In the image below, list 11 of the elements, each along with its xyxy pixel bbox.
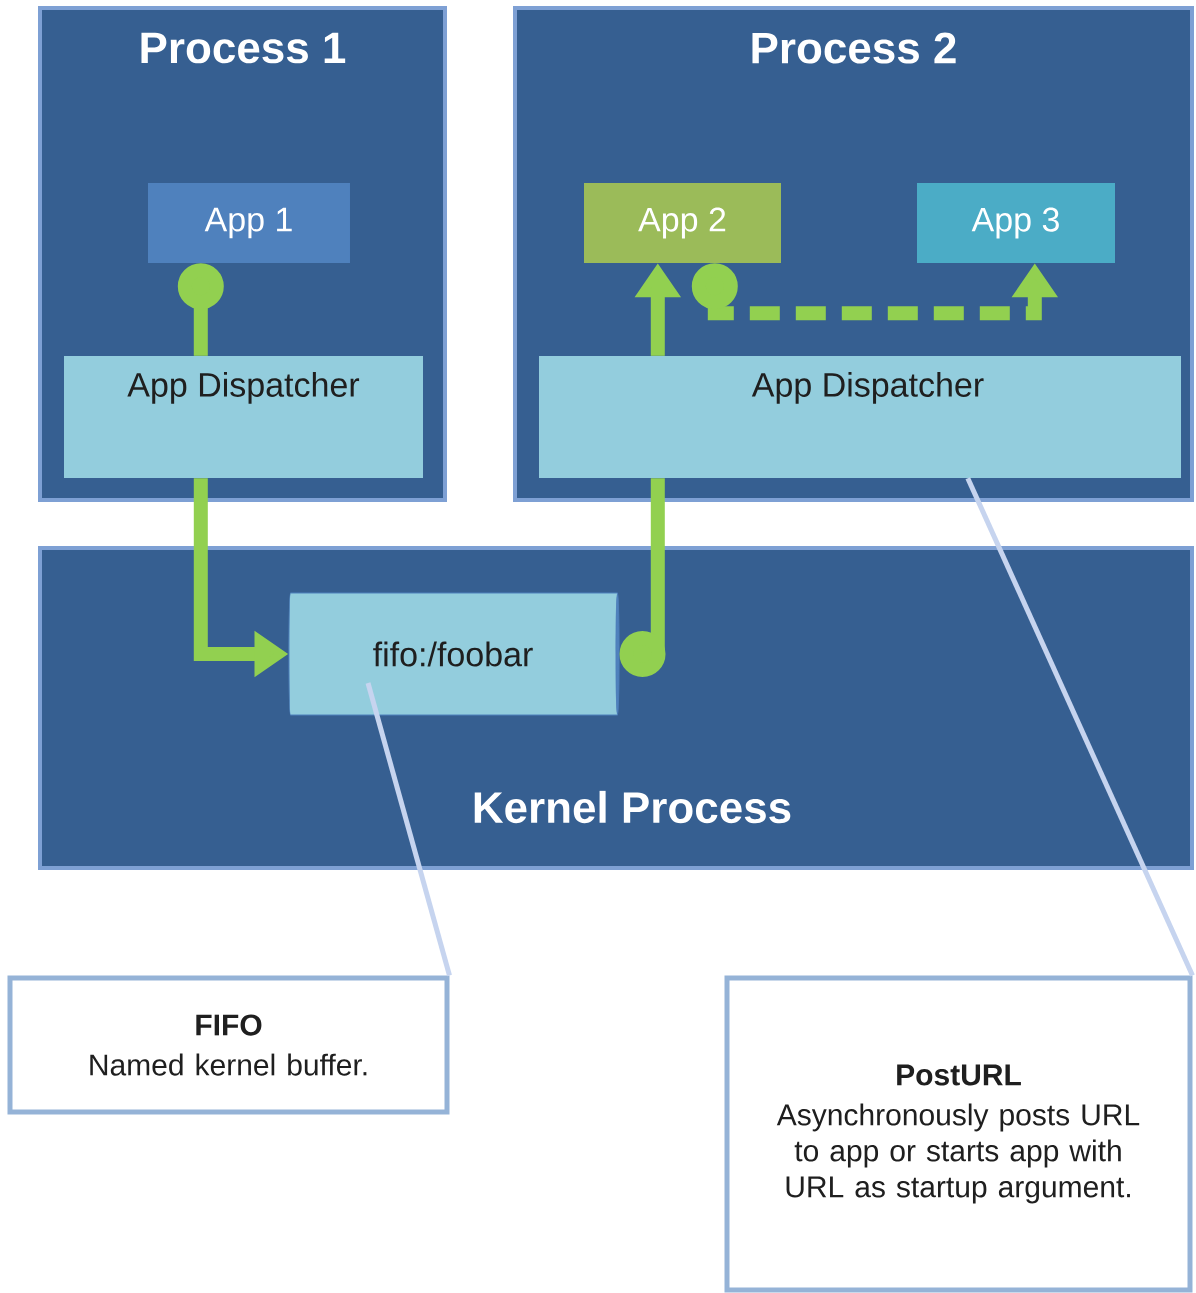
leader-line: [365, 682, 452, 977]
fifo-cylinder: fifo:/foobar: [288, 592, 620, 716]
app-box: App 1: [148, 183, 350, 263]
arrow: [619, 478, 666, 677]
leader-line: [965, 477, 1195, 977]
callout-box: PostURL Asynchronously posts URL to app or starts app with URL as startup argument.: [724, 975, 1193, 1293]
app-box: App 2: [584, 183, 781, 263]
app-box: App 3: [917, 183, 1115, 263]
dispatcher-box: App Dispatcher: [64, 356, 423, 478]
callout-box: FIFO Named kernel buffer.: [7, 975, 450, 1115]
dispatcher-box: App Dispatcher: [539, 356, 1181, 478]
